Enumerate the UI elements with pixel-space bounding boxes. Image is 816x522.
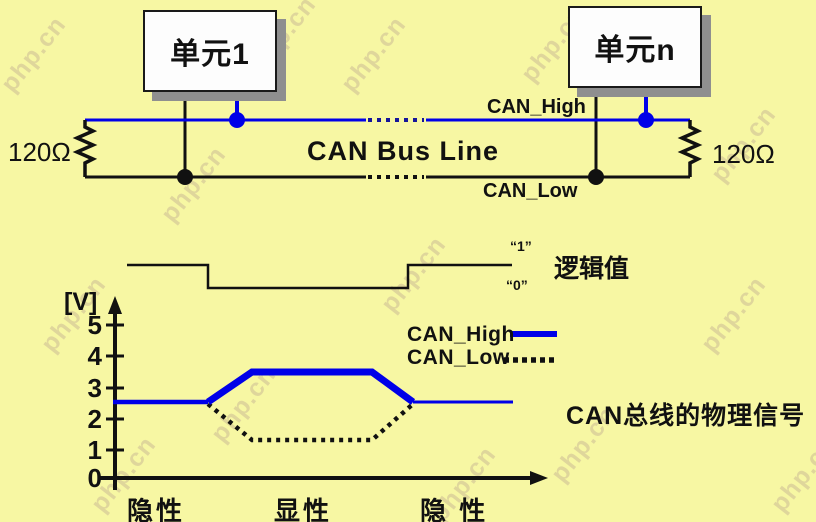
ytick-label-2: 2 <box>87 404 102 434</box>
x-state-recessive-2: 隐 性 <box>420 496 489 522</box>
ytick-label-0: 0 <box>87 463 102 493</box>
legend-can-low-label: CAN_Low <box>407 346 510 369</box>
can-high-signal-dominant <box>206 368 416 405</box>
unit1-label: 单元1 <box>170 38 250 71</box>
bus-title: CAN Bus Line <box>307 136 500 166</box>
logic-value-waveform <box>127 263 512 290</box>
unit1-canlow-node-dot <box>177 169 193 185</box>
unitn-label: 单元n <box>594 34 676 67</box>
ytick-label-4: 4 <box>87 341 102 371</box>
unit1-canhigh-node-dot <box>229 112 245 128</box>
unitn-canhigh-node-dot <box>638 112 654 128</box>
x-state-dominant: 显性 <box>274 496 333 522</box>
y-axis-unit-label: [V] <box>64 288 98 316</box>
chart-y-axis-arrowhead <box>108 296 122 314</box>
ytick-label-5: 5 <box>87 310 102 340</box>
logic-value-label: 逻辑值 <box>554 255 630 283</box>
chart-caption: CAN总线的物理信号 <box>566 402 806 430</box>
logic-high-label: “1” <box>510 238 532 254</box>
can-high-bus-label: CAN_High <box>487 96 586 118</box>
logic-low-label: “0” <box>506 277 528 293</box>
chart-x-axis-arrowhead <box>530 471 548 485</box>
ytick-label-1: 1 <box>87 435 102 465</box>
resistor-right-label: 120Ω <box>712 139 775 169</box>
ytick-label-3: 3 <box>87 373 102 403</box>
resistor-right-symbol <box>677 120 703 177</box>
unit1-box: 单元1 <box>143 10 277 92</box>
resistor-left-label: 120Ω <box>8 137 71 167</box>
unitn-canlow-node-dot <box>588 169 604 185</box>
can-low-bus-label: CAN_Low <box>483 180 578 202</box>
can-low-signal-curve <box>206 402 415 443</box>
unitn-box: 单元n <box>568 6 702 88</box>
x-state-recessive-1: 隐性 <box>127 496 186 522</box>
resistor-left-symbol <box>72 120 98 177</box>
legend-can-high-label: CAN_High <box>407 323 515 346</box>
